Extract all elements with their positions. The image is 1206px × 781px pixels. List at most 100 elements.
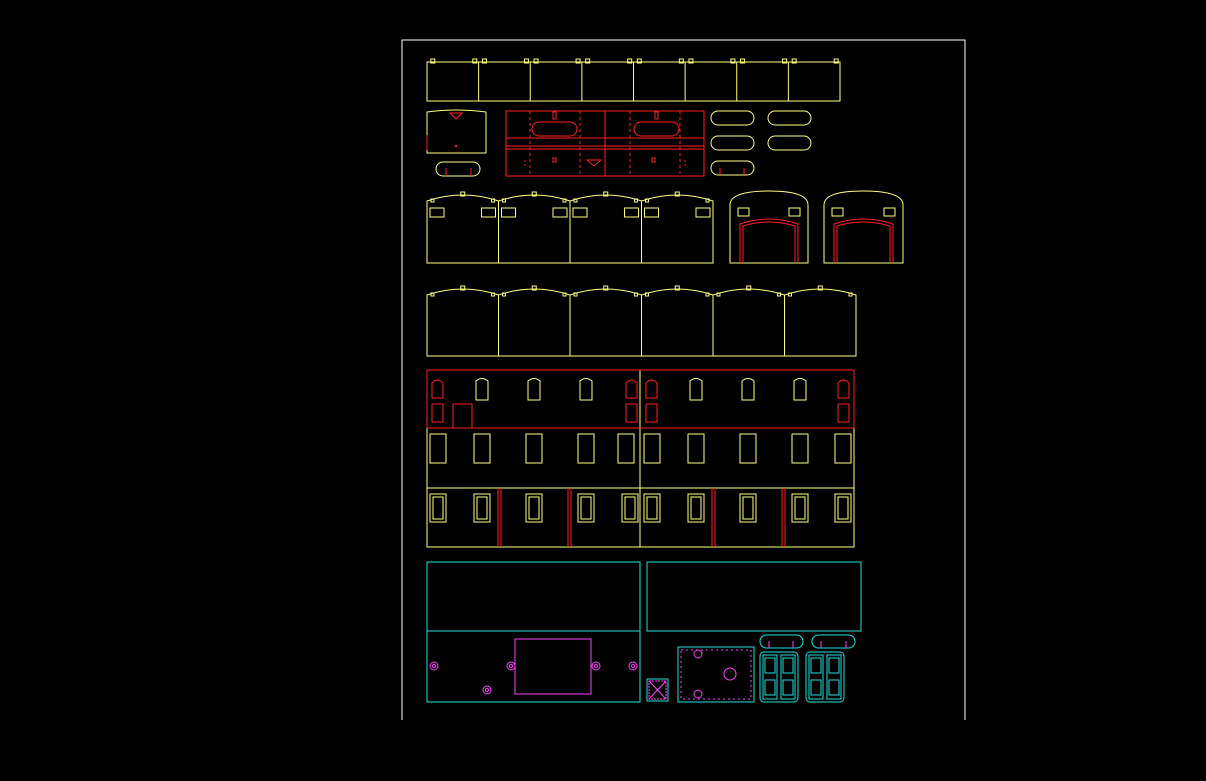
roof-tab [533, 58, 539, 64]
framed-window-inner [432, 496, 444, 520]
framed-window-inner [528, 496, 540, 520]
door-window [431, 403, 444, 423]
door-arch-window [645, 379, 658, 399]
vent-window [644, 207, 659, 218]
arch-tab [573, 292, 578, 297]
arch-tab [491, 198, 495, 203]
door-leaf [780, 654, 796, 700]
vent-window [572, 207, 588, 218]
framed-window-inner [794, 496, 806, 520]
door-window [625, 403, 638, 423]
door-pane [782, 679, 794, 696]
oval-slots [710, 110, 812, 176]
arched-window [527, 378, 541, 401]
base-oval-slots [759, 634, 856, 649]
framed-window [525, 493, 543, 523]
framed-window-inner [624, 496, 636, 520]
arch-tab [634, 198, 638, 203]
framed-window [621, 493, 639, 523]
arch-tab [491, 292, 495, 297]
framed-window [577, 493, 595, 523]
arch-tab [645, 198, 649, 203]
arch-tab [430, 292, 435, 297]
door-pane [764, 657, 776, 674]
arch-tab [674, 191, 680, 197]
arch-tab [674, 285, 680, 291]
arch-tab [562, 198, 567, 203]
plain-window [577, 433, 595, 464]
arch-tab [603, 285, 609, 291]
double-door-frames [759, 651, 845, 703]
roof-tab [688, 58, 694, 64]
arch-tab [562, 292, 567, 297]
framed-window [834, 493, 852, 523]
roof-base-piece [505, 110, 705, 177]
arched-window [579, 378, 593, 401]
door-pane [810, 679, 822, 696]
arch-tab [634, 292, 638, 297]
roof-tab [791, 58, 797, 64]
crossed-square-part [646, 678, 669, 702]
arch-tab [502, 292, 506, 297]
door-panel-2 [823, 190, 904, 264]
arched-window [689, 378, 703, 401]
arch-tab [573, 198, 578, 203]
arch-tab [817, 285, 823, 291]
roof-tab [730, 58, 736, 64]
arch-tab [848, 292, 853, 297]
plain-window [791, 433, 809, 464]
roof-tab [430, 58, 436, 64]
roof-tab [678, 58, 684, 64]
door-pane [764, 679, 776, 696]
arch-tab [502, 198, 506, 203]
roof-tab [627, 58, 633, 64]
roof-tab [833, 58, 839, 64]
vent-window [429, 207, 445, 218]
arch-tab [705, 292, 710, 297]
arch-tab [430, 198, 435, 203]
vent-window [695, 207, 711, 218]
end-gable-panel [426, 109, 487, 154]
framed-window [791, 493, 809, 523]
framed-window-inner [580, 496, 592, 520]
door-pane [810, 657, 822, 674]
arched-outline [426, 194, 714, 264]
arch-tab [531, 285, 537, 291]
framed-window-inner [690, 496, 702, 520]
vent-window [552, 207, 568, 218]
door-pane [828, 679, 840, 696]
double-door-frame [759, 651, 799, 703]
arch-tab [603, 191, 609, 197]
framed-window [739, 493, 757, 523]
door-arch-window [837, 379, 850, 399]
framed-window-inner [837, 496, 849, 520]
vent-window [501, 207, 516, 218]
door-pane [782, 657, 794, 674]
plain-window [739, 433, 757, 464]
door-panel-1 [729, 190, 809, 264]
door-pane [828, 657, 840, 674]
arched-window [741, 378, 755, 401]
roof-tab [782, 58, 788, 64]
roof-tab [575, 58, 581, 64]
base-plate-right [646, 561, 862, 632]
door-window [645, 403, 658, 423]
base-plate-left [426, 561, 641, 703]
motor-plate [677, 646, 755, 703]
vent-window [481, 207, 496, 218]
plain-window [429, 433, 447, 464]
door-arch-window [431, 379, 444, 399]
door-leaf [762, 654, 778, 700]
roof-strip [426, 58, 841, 102]
small-oval-slot [435, 161, 481, 177]
door-leaf [826, 654, 842, 700]
door-leaf [808, 654, 824, 700]
door-arch-window [625, 379, 638, 399]
arch-tab [716, 292, 721, 297]
mounting-holes [429, 638, 638, 695]
vent-window [624, 207, 639, 218]
arch-tab [645, 292, 649, 297]
framed-window-inner [646, 496, 658, 520]
